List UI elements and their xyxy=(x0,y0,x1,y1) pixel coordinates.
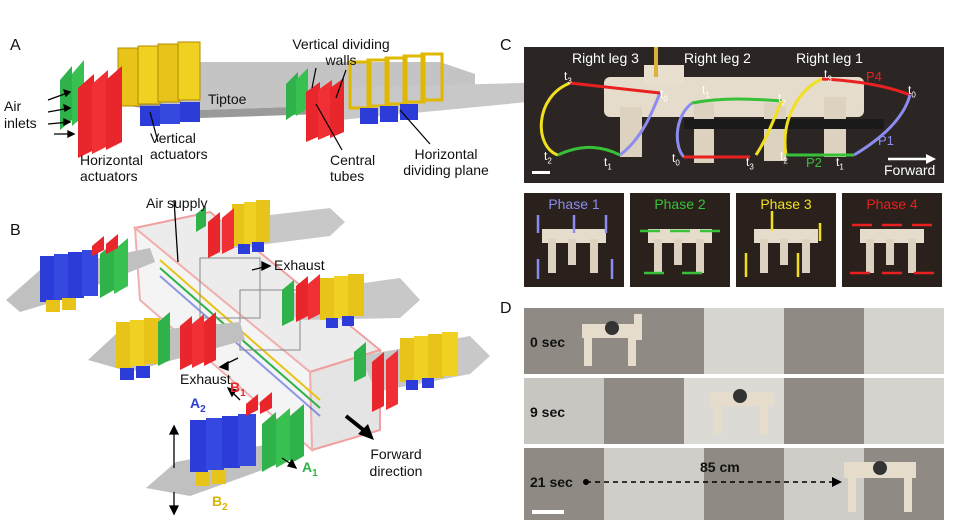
horizontal-actuators-label: Horizontal actuators xyxy=(80,152,144,184)
vertical-dividing-walls-label: Vertical dividing walls xyxy=(292,36,390,68)
time-mark-t0-c: t0 xyxy=(908,83,916,100)
a2-label: A2 xyxy=(190,396,206,417)
forward-label: Forward xyxy=(884,162,936,178)
vertical-actuators-yellow xyxy=(117,41,201,107)
horizontal-dividing-plane-label: Horizontal dividing plane xyxy=(403,146,489,178)
phase-3-tile: Phase 3 xyxy=(736,193,836,287)
time-label-9: 9 sec xyxy=(530,404,566,420)
a2-letter: A xyxy=(190,395,201,411)
panel-a-letter: A xyxy=(10,37,21,54)
forward-direction-label: Forward direction xyxy=(369,446,423,479)
b2-subscript: 2 xyxy=(222,501,228,513)
phase-3-label: Phase 3 xyxy=(760,196,812,212)
phase-2-label: Phase 2 xyxy=(654,196,706,212)
vertical-actuators-blue xyxy=(140,102,200,126)
time-label-0: 0 sec xyxy=(530,334,566,350)
leg-middle-left xyxy=(88,312,245,380)
time-mark-t2-c: t2 xyxy=(780,149,788,166)
leg-top-left xyxy=(6,234,155,312)
b2-label: B2 xyxy=(212,494,228,515)
phase-mark-p4: P4 xyxy=(866,69,882,84)
leg-bottom-right xyxy=(354,332,490,412)
tiptoe-label: Tiptoe xyxy=(208,91,247,107)
time-mark-t0-a: t0 xyxy=(660,87,668,104)
leg-bottom-left xyxy=(146,392,304,496)
horizontal-actuators-red xyxy=(78,66,122,158)
air-inlet-arrows xyxy=(47,88,76,139)
leg-title-3: Right leg 3 xyxy=(572,50,639,66)
panel-c-letter: C xyxy=(500,37,512,54)
a1-label: A1 xyxy=(302,460,318,481)
phase-1-tile: Phase 1 xyxy=(524,193,624,287)
time-mark-t2-a: t2 xyxy=(544,149,552,166)
leg-top-right xyxy=(196,200,345,258)
time-mark-t3-b: t3 xyxy=(746,155,754,172)
time-mark-t2-b: t2 xyxy=(778,91,786,108)
distance-label: 85 cm xyxy=(700,459,740,475)
b1-subscript: 1 xyxy=(240,387,246,399)
exhaust-bottom-label: Exhaust xyxy=(180,371,231,387)
vertical-actuators-label: Vertical actuators xyxy=(150,130,208,162)
frame-0-sec: 0 sec xyxy=(524,308,944,374)
air-supply-label: Air supply xyxy=(146,195,208,211)
time-mark-t3-a: t3 xyxy=(564,69,572,86)
time-label-21: 21 sec xyxy=(530,474,573,490)
frame-21-sec: 21 sec 85 cm xyxy=(524,448,944,520)
panel-d-letter: D xyxy=(500,300,512,317)
phase-1-label: Phase 1 xyxy=(548,196,600,212)
gait-trajectory-photo: Right leg 3 Right leg 2 Right leg 1 t3 t… xyxy=(524,47,944,183)
b1-letter: B xyxy=(230,379,241,395)
phase-2-tile: Phase 2 xyxy=(630,193,730,287)
phase-mark-p1: P1 xyxy=(878,133,894,148)
time-mark-t1-c: t1 xyxy=(836,155,844,172)
phase-mark-p2: P2 xyxy=(806,155,822,170)
time-mark-t1-b: t1 xyxy=(702,83,710,100)
panel-b-letter: B xyxy=(10,222,21,239)
phase-4-tile: Phase 4 xyxy=(842,193,942,287)
central-tubes-label: Central tubes xyxy=(330,152,376,184)
a2-subscript: 2 xyxy=(200,403,206,415)
a1-subscript: 1 xyxy=(312,467,318,479)
forward-direction-arrow xyxy=(344,414,374,440)
phase-4-label: Phase 4 xyxy=(866,196,918,212)
exhaust-top-label: Exhaust xyxy=(274,257,325,273)
leg-title-1: Right leg 1 xyxy=(796,50,863,66)
leg-middle-right xyxy=(282,274,420,328)
a1-letter: A xyxy=(302,459,313,475)
b1-label: B1 xyxy=(230,380,246,401)
leg-title-2: Right leg 2 xyxy=(684,50,751,66)
air-inlets-label: Air inlets xyxy=(4,98,37,131)
time-mark-t1-a: t1 xyxy=(604,155,612,172)
time-mark-t0-b: t0 xyxy=(672,151,680,168)
b2-letter: B xyxy=(212,493,223,509)
time-mark-t3-c: t3 xyxy=(824,67,832,84)
frame-9-sec: 9 sec xyxy=(524,378,944,444)
